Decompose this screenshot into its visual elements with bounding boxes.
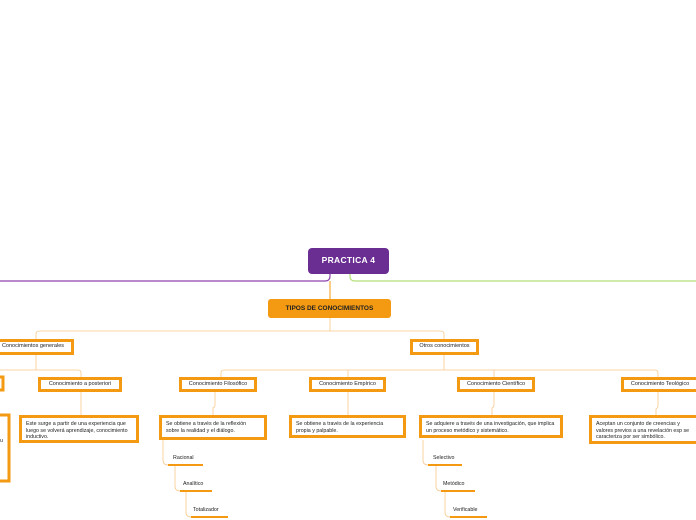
trait-analitico-label: Analítico bbox=[183, 481, 204, 487]
main-topic[interactable]: TIPOS DE CONOCIMIENTOS bbox=[268, 299, 391, 318]
type-cientifico[interactable]: Conocimiento Científico bbox=[457, 377, 535, 392]
cientifico-traits-connector bbox=[422, 440, 451, 518]
trait-verificable[interactable]: Verificable bbox=[453, 507, 477, 515]
main-topic-label: TIPOS DE CONOCIMIENTOS bbox=[285, 304, 374, 312]
trait-analitico[interactable]: Analítico bbox=[183, 481, 203, 489]
main-groups-connector bbox=[35, 318, 445, 339]
desc-empirico[interactable]: Se obtiene a través de la experiencia pr… bbox=[289, 415, 406, 438]
root-topic[interactable]: PRACTICA 4 bbox=[308, 248, 389, 274]
type-filosofico[interactable]: Conocimiento Filosófico bbox=[179, 377, 257, 392]
type-teologico-label: Conocimiento Teológico bbox=[630, 380, 690, 387]
trait-metodico-label: Metódico bbox=[443, 481, 465, 487]
group-others-label: Otros conocimientos bbox=[419, 343, 470, 350]
cientifico-trait-underlines bbox=[428, 464, 487, 518]
type-empirico-label: Conocimiento Empírico bbox=[319, 380, 376, 387]
left-fragment-box-bottom bbox=[0, 413, 11, 483]
type-desc-connectors bbox=[80, 392, 659, 415]
root-branch-right bbox=[349, 274, 696, 282]
root-branch-left bbox=[0, 274, 331, 282]
left-fragment-label: u bbox=[0, 438, 3, 444]
left-fragment-box-top bbox=[0, 375, 5, 392]
type-teologico[interactable]: Conocimiento Teológico bbox=[621, 377, 696, 392]
filosofico-trait-underlines bbox=[168, 464, 228, 518]
desc-cientifico[interactable]: Se adquiere a través de una investigació… bbox=[419, 415, 563, 438]
type-empirico[interactable]: Conocimiento Empírico bbox=[309, 377, 386, 392]
left-fragment-text: u bbox=[0, 438, 3, 446]
others-children-connector bbox=[220, 355, 659, 377]
group-others[interactable]: Otros conocimientos bbox=[410, 339, 479, 355]
group-general[interactable]: Conocimientos generales bbox=[0, 339, 74, 355]
type-posteriori[interactable]: Conocimiento a posteriori bbox=[38, 377, 122, 392]
general-children-connector bbox=[0, 355, 82, 377]
desc-cientifico-text: Se adquiere a través de una investigació… bbox=[426, 421, 555, 434]
desc-teologico-text: Aceptan un conjunto de creencias y valor… bbox=[596, 421, 690, 441]
desc-filosofico-text: Se obtiene a través de la reflexión sobr… bbox=[166, 421, 247, 434]
trait-racional[interactable]: Racional bbox=[173, 455, 194, 463]
desc-empirico-text: Se obtiene a través de la experiencia pr… bbox=[296, 421, 384, 434]
type-posteriori-label: Conocimiento a posteriori bbox=[48, 380, 112, 387]
trait-totalizador[interactable]: Totalizador bbox=[193, 507, 219, 515]
trait-verificable-label: Verificable bbox=[453, 507, 478, 513]
desc-filosofico[interactable]: Se obtiene a través de la reflexión sobr… bbox=[159, 415, 267, 440]
trait-metodico[interactable]: Metódico bbox=[443, 481, 465, 489]
filosofico-traits-connector bbox=[162, 440, 192, 518]
root-topic-label: PRACTICA 4 bbox=[321, 255, 376, 266]
type-filosofico-label: Conocimiento Filosófico bbox=[188, 380, 248, 387]
desc-teologico[interactable]: Aceptan un conjunto de creencias y valor… bbox=[589, 415, 696, 444]
trait-selectivo-label: Selectivo bbox=[433, 455, 455, 461]
type-cientifico-label: Conocimiento Científico bbox=[466, 380, 526, 387]
trait-racional-label: Racional bbox=[173, 455, 194, 461]
desc-posteriori[interactable]: Este surge a partir de una experiencia q… bbox=[19, 415, 139, 443]
trait-selectivo[interactable]: Selectivo bbox=[433, 455, 455, 463]
group-general-label: Conocimientos generales bbox=[1, 343, 65, 350]
trait-totalizador-label: Totalizador bbox=[193, 507, 219, 513]
desc-posteriori-text: Este surge a partir de una experiencia q… bbox=[26, 421, 128, 441]
